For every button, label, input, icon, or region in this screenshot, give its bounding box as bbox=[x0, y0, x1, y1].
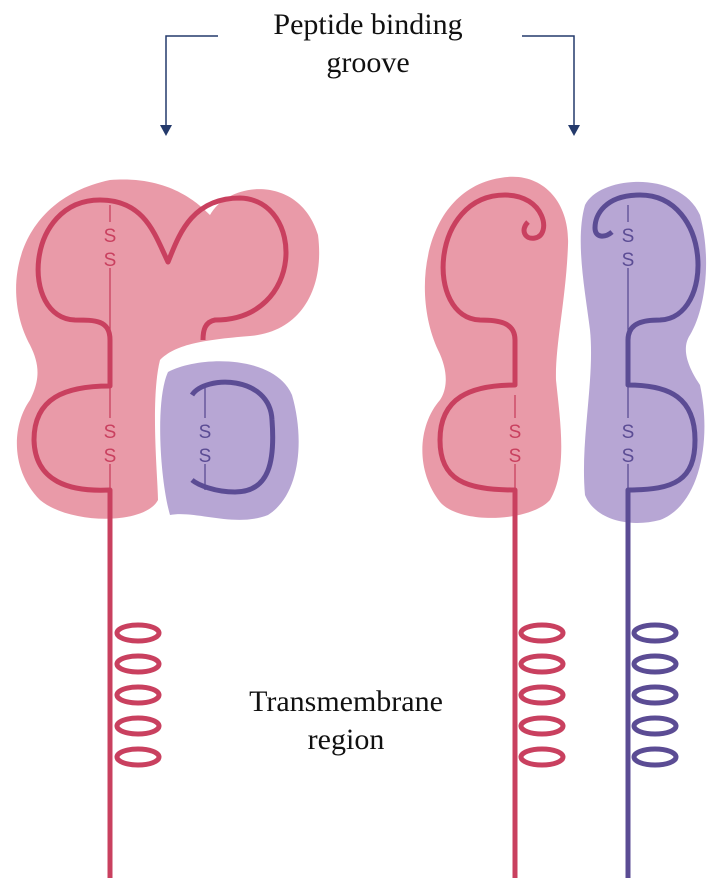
disulfide-s: S bbox=[509, 446, 522, 467]
disulfide-s: S bbox=[199, 446, 212, 467]
groove-label-line-2: groove bbox=[218, 44, 518, 82]
left-arrow-line bbox=[166, 36, 218, 130]
tm-label-line-2: region bbox=[196, 721, 496, 759]
right-arrowhead bbox=[568, 125, 580, 136]
disulfide-s: S bbox=[622, 422, 635, 443]
disulfide-s: S bbox=[199, 422, 212, 443]
right-molecule bbox=[422, 177, 706, 878]
left-helix bbox=[117, 625, 159, 765]
groove-label-line-1: Peptide binding bbox=[218, 6, 518, 44]
disulfide-s: S bbox=[622, 250, 635, 271]
right-purple-helix bbox=[634, 625, 676, 765]
disulfide-s: S bbox=[509, 422, 522, 443]
disulfide-s: S bbox=[104, 422, 117, 443]
disulfide-s: S bbox=[622, 226, 635, 247]
left-purple-chain-fill bbox=[160, 361, 298, 520]
left-arrowhead bbox=[160, 125, 172, 136]
disulfide-s: S bbox=[104, 250, 117, 271]
transmembrane-region-label: Transmembrane region bbox=[196, 683, 496, 759]
left-molecule bbox=[16, 179, 319, 878]
tm-label-line-1: Transmembrane bbox=[196, 683, 496, 721]
peptide-binding-groove-label: Peptide binding groove bbox=[218, 6, 518, 82]
disulfide-s: S bbox=[622, 446, 635, 467]
disulfide-s: S bbox=[104, 226, 117, 247]
right-pink-helix bbox=[521, 625, 563, 765]
right-arrow-line bbox=[522, 36, 574, 130]
disulfide-s: S bbox=[104, 446, 117, 467]
